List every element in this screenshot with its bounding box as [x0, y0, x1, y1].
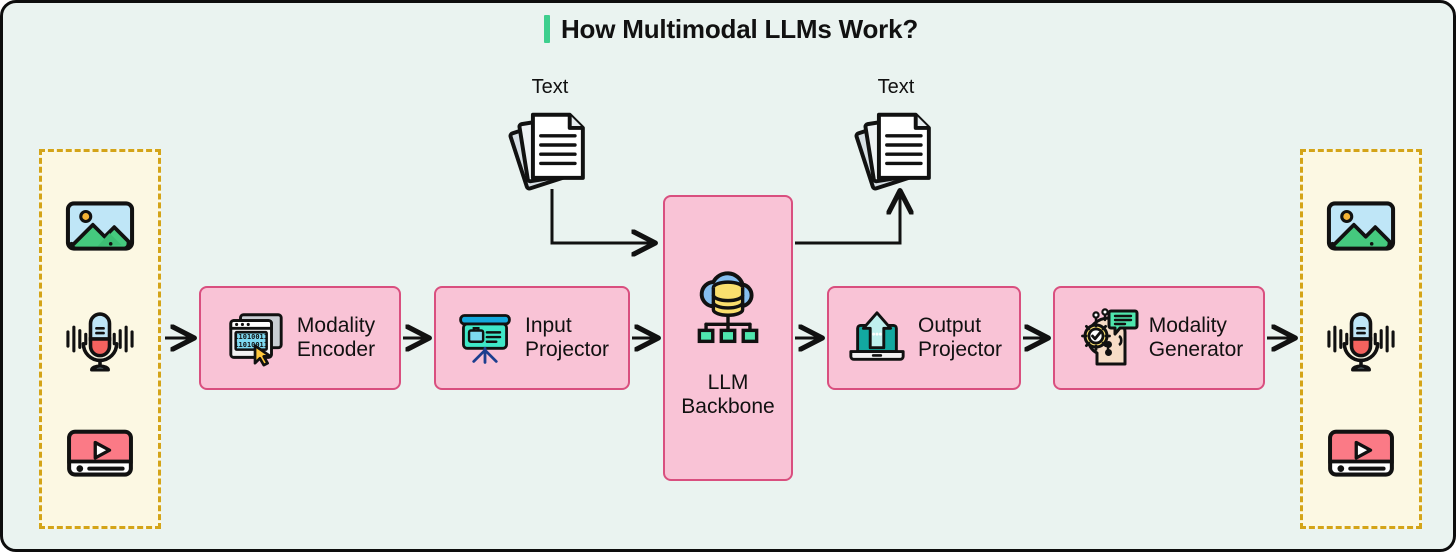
stage-llm-backbone[interactable]: LLM Backbone [663, 195, 793, 481]
title-label: How Multimodal LLMs Work? [560, 14, 919, 44]
stage-label: Modality Generator [1148, 314, 1244, 361]
input-modality-column [39, 149, 161, 529]
image-icon [62, 188, 138, 264]
stage-label: Output Projector [917, 314, 1003, 361]
text-output-label: Text [877, 76, 915, 98]
documents-stack-icon [850, 99, 942, 196]
text-input-label: Text [531, 76, 569, 98]
title-accent-bar [543, 15, 550, 43]
svg-text:11010011: 11010011 [234, 341, 268, 349]
documents-stack-icon [504, 99, 596, 196]
cloud-database-network-icon [689, 267, 767, 345]
video-player-icon [1323, 414, 1399, 490]
image-icon [1323, 188, 1399, 264]
stage-label: Modality Encoder [296, 314, 376, 361]
stage-label: Input Projector [524, 314, 610, 361]
stage-label: LLM Backbone [681, 371, 775, 418]
stage-output-projector[interactable]: Output Projector [827, 286, 1021, 390]
binary-window-icon: 11010011 11010011 [225, 307, 287, 369]
stage-input-projector[interactable]: Input Projector [434, 286, 630, 390]
audio-microphone-icon [62, 301, 138, 377]
svg-text:11010011: 11010011 [234, 333, 268, 341]
stage-modality-generator[interactable]: Modality Generator [1053, 286, 1265, 390]
audio-microphone-icon [1323, 301, 1399, 377]
laptop-upload-icon [846, 307, 908, 369]
stage-modality-encoder[interactable]: 11010011 11010011 Modality Encoder [199, 286, 401, 390]
projector-screen-icon [455, 308, 515, 368]
output-modality-column [1300, 149, 1422, 529]
video-player-icon [62, 414, 138, 490]
ai-head-chat-icon [1075, 306, 1139, 370]
text-output-node: Text [836, 77, 956, 196]
text-input-node: Text [490, 77, 610, 196]
page-title: How Multimodal LLMs Work? [3, 14, 1453, 44]
